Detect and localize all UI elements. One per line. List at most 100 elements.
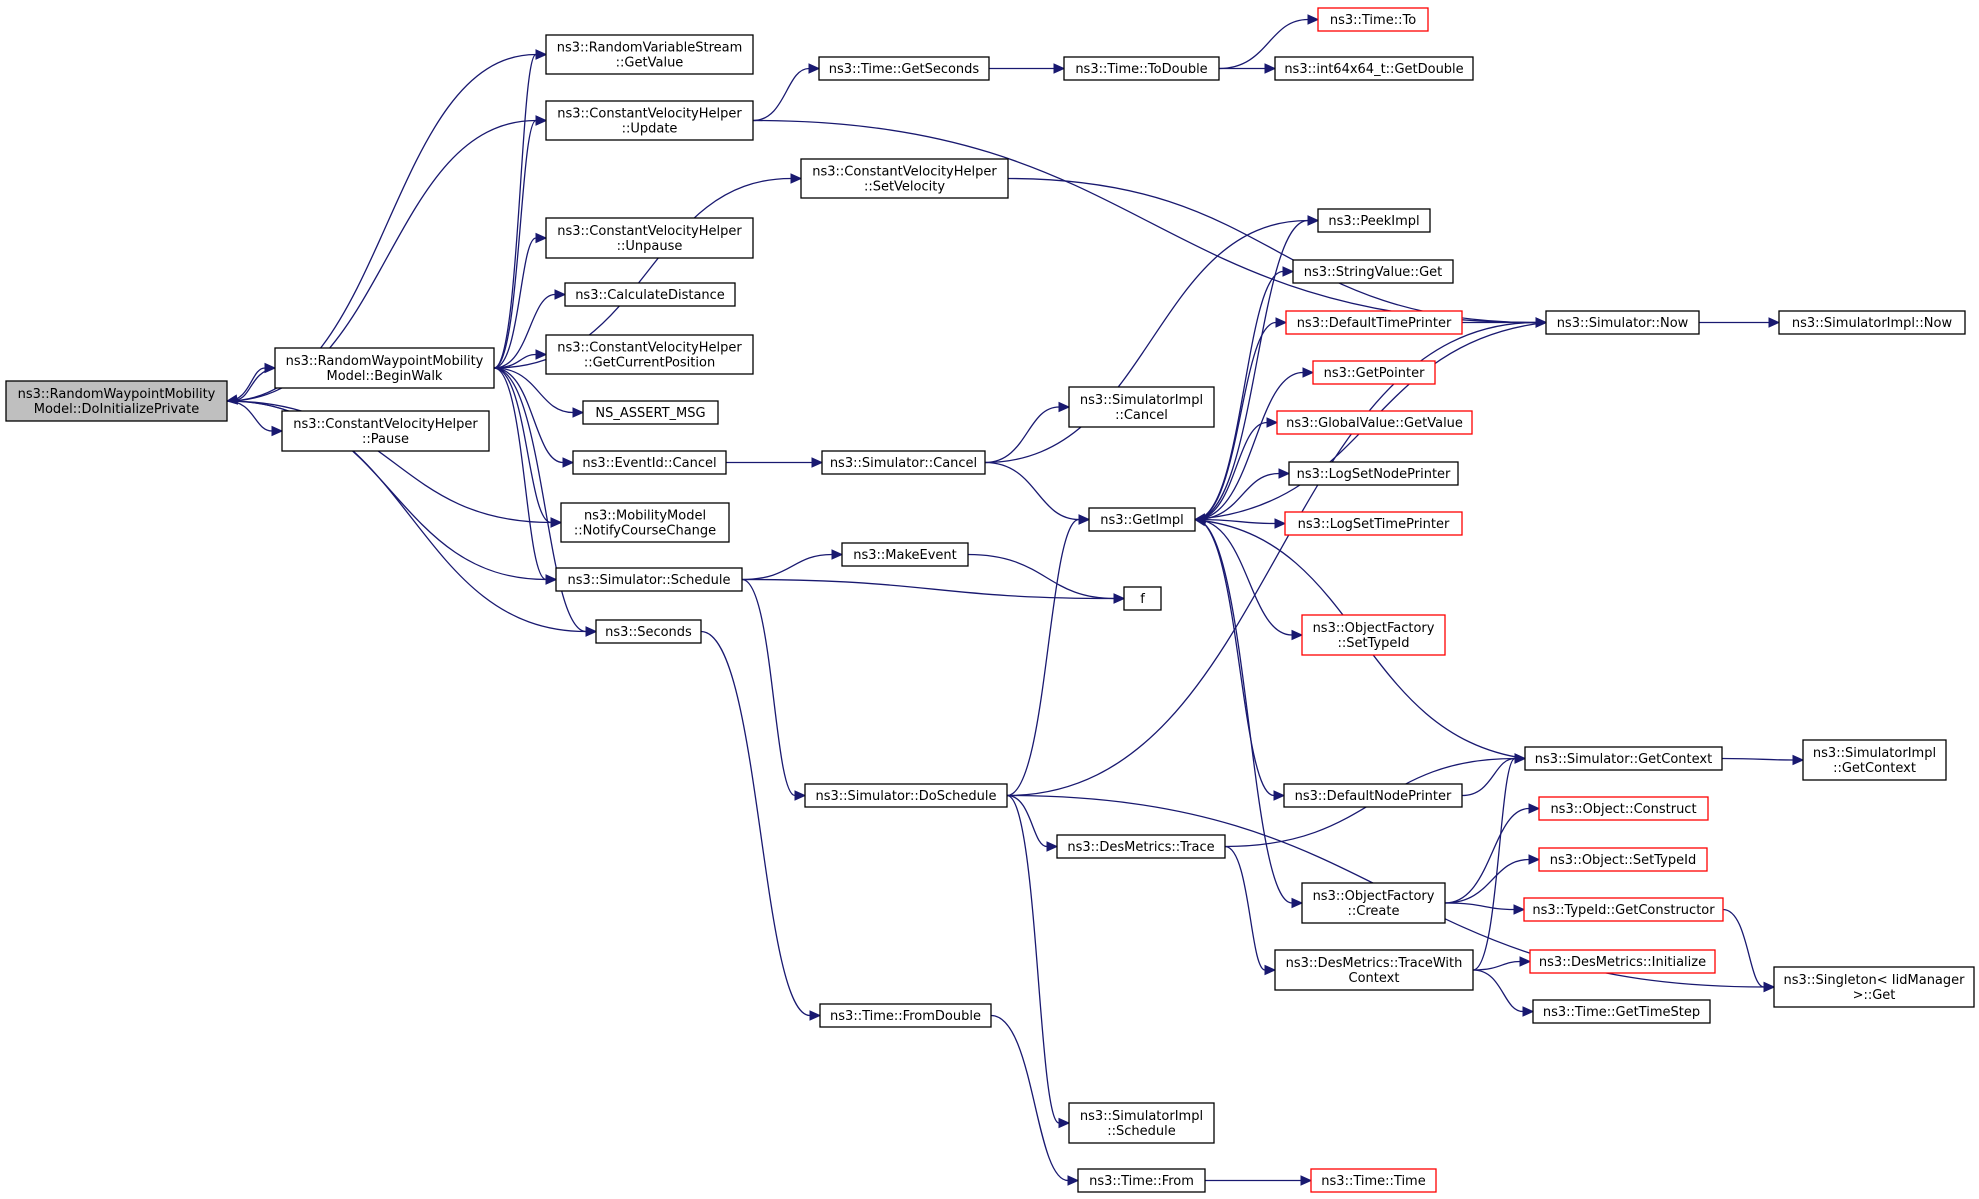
node-sim-doschedule[interactable]: ns3::Simulator::DoSchedule — [804, 783, 1008, 808]
node-makeevent[interactable]: ns3::MakeEvent — [841, 542, 969, 567]
edge-beginwalk-to-sim-schedule — [493, 367, 547, 581]
node-box-getimpl — [1088, 507, 1196, 532]
node-eventid-cancel[interactable]: ns3::EventId::Cancel — [572, 450, 727, 475]
node-desmetrics-trace[interactable]: ns3::DesMetrics::Trace — [1056, 834, 1226, 859]
edge-beginwalk-to-assert — [493, 367, 574, 414]
node-objfactory-settypeid[interactable]: ns3::ObjectFactory::SetTypeId — [1301, 614, 1446, 656]
node-box-f — [1123, 586, 1162, 611]
node-box-sim-now — [1545, 310, 1700, 335]
node-box-objfactory-settypeid — [1301, 614, 1446, 656]
arrowhead-sim-getcontext-to-getimpl — [1193, 515, 1207, 527]
arrowhead-sim-now-to-simimpl-now — [1768, 317, 1781, 328]
node-label-getimpl-line-1: ns3::GetImpl — [1100, 513, 1184, 528]
node-cvh-update[interactable]: ns3::ConstantVelocityHelper::Update — [545, 100, 754, 141]
node-label-notify-line-2: ::NotifyCourseChange — [574, 524, 716, 539]
node-int64-getdouble[interactable]: ns3::int64x64_t::GetDouble — [1274, 56, 1474, 81]
edge-objfactory-create-to-object-construct — [1444, 807, 1530, 904]
node-box-sim-cancel — [821, 450, 986, 475]
arrowhead-beginwalk-to-cvh-update — [535, 115, 548, 126]
node-peekimpl[interactable]: ns3::PeekImpl — [1317, 208, 1431, 233]
node-f[interactable]: f — [1123, 586, 1162, 611]
edge-objfactory-create-to-typeid-getconstructor — [1444, 902, 1515, 911]
node-objfactory-create[interactable]: ns3::ObjectFactory::Create — [1301, 882, 1446, 924]
node-label-time-todouble-line-1: ns3::Time::ToDouble — [1075, 62, 1207, 77]
node-singleton-get[interactable]: ns3::Singleton< IidManager>::Get — [1773, 966, 1975, 1008]
node-defaultnodeprinter[interactable]: ns3::DefaultNodePrinter — [1283, 783, 1463, 808]
node-simimpl-getcontext[interactable]: ns3::SimulatorImpl::GetContext — [1802, 739, 1947, 781]
edge-beginwalk-to-notify — [493, 367, 552, 524]
node-sim-now[interactable]: ns3::Simulator::Now — [1545, 310, 1700, 335]
node-logsetnodeprinter[interactable]: ns3::LogSetNodePrinter — [1288, 461, 1459, 486]
node-time-time[interactable]: ns3::Time::Time — [1310, 1168, 1437, 1193]
node-label-sim-doschedule-line-1: ns3::Simulator::DoSchedule — [815, 789, 996, 804]
arrowhead-seconds-to-time-fromdouble — [809, 1010, 822, 1021]
node-label-cvh-getpos-line-1: ns3::ConstantVelocityHelper — [557, 341, 742, 356]
arrowhead-beginwalk-to-notify — [550, 517, 563, 528]
node-box-time-fromdouble — [819, 1003, 992, 1028]
node-box-root — [5, 380, 228, 422]
node-cvh-pause[interactable]: ns3::ConstantVelocityHelper::Pause — [281, 410, 490, 452]
node-root[interactable]: ns3::RandomWaypointMobilityModel::DoInit… — [5, 380, 228, 422]
node-label-eventid-cancel-line-1: ns3::EventId::Cancel — [582, 456, 716, 471]
node-getimpl[interactable]: ns3::GetImpl — [1088, 507, 1196, 532]
node-stringvalue-get[interactable]: ns3::StringValue::Get — [1292, 259, 1454, 284]
node-assert[interactable]: NS_ASSERT_MSG — [582, 400, 719, 425]
node-label-time-fromdouble-line-1: ns3::Time::FromDouble — [830, 1009, 981, 1024]
node-label-cvh-update-line-2: ::Update — [622, 122, 678, 137]
node-notify[interactable]: ns3::MobilityModel::NotifyCourseChange — [560, 502, 730, 543]
node-beginwalk[interactable]: ns3::RandomWaypointMobilityModel::BeginW… — [274, 347, 495, 389]
node-object-settypeid[interactable]: ns3::Object::SetTypeId — [1538, 847, 1708, 872]
node-getpointer[interactable]: ns3::GetPointer — [1312, 360, 1436, 385]
arrowhead-beginwalk-to-rvs-getvalue — [535, 49, 548, 60]
node-defaulttimeprinter[interactable]: ns3::DefaultTimePrinter — [1285, 310, 1463, 335]
node-time-gettimestep[interactable]: ns3::Time::GetTimeStep — [1532, 999, 1711, 1024]
node-desmetrics-initialize[interactable]: ns3::DesMetrics::Initialize — [1529, 949, 1716, 974]
node-label-assert-line-1: NS_ASSERT_MSG — [595, 406, 705, 421]
node-cvh-unpause[interactable]: ns3::ConstantVelocityHelper::Unpause — [545, 217, 754, 259]
node-label-desmetrics-trace-line-1: ns3::DesMetrics::Trace — [1067, 840, 1214, 855]
node-object-construct[interactable]: ns3::Object::Construct — [1538, 796, 1709, 821]
edge-getimpl-to-getpointer — [1194, 371, 1304, 521]
node-globalvalue-getvalue[interactable]: ns3::GlobalValue::GetValue — [1276, 410, 1473, 435]
node-time-getseconds[interactable]: ns3::Time::GetSeconds — [818, 56, 990, 81]
node-calcdist[interactable]: ns3::CalculateDistance — [564, 282, 736, 307]
node-cvh-getpos[interactable]: ns3::ConstantVelocityHelper::GetCurrentP… — [545, 334, 754, 375]
edge-getimpl-to-objfactory-create — [1194, 518, 1293, 904]
node-box-singleton-get — [1773, 966, 1975, 1008]
node-simimpl-schedule[interactable]: ns3::SimulatorImpl::Schedule — [1068, 1102, 1215, 1144]
arrowhead-beginwalk-to-assert — [572, 407, 585, 418]
edge-beginwalk-to-seconds — [493, 367, 587, 633]
node-box-logsettimeprinter — [1284, 511, 1463, 536]
edge-cvh-setvelocity-to-sim-now — [1007, 177, 1537, 324]
edge-beginwalk-to-rvs-getvalue — [493, 53, 537, 369]
arrowhead-beginwalk-to-cvh-getpos — [535, 349, 548, 360]
node-box-rvs-getvalue — [545, 34, 754, 75]
node-label-cvh-pause-line-1: ns3::ConstantVelocityHelper — [293, 417, 478, 432]
node-box-object-settypeid — [1538, 847, 1708, 872]
node-time-fromdouble[interactable]: ns3::Time::FromDouble — [819, 1003, 992, 1028]
arrowhead-beginwalk-to-cvh-setvelocity — [790, 173, 803, 184]
node-label-object-settypeid-line-1: ns3::Object::SetTypeId — [1550, 853, 1696, 868]
node-cvh-setvelocity[interactable]: ns3::ConstantVelocityHelper::SetVelocity — [800, 158, 1009, 199]
node-simimpl-now[interactable]: ns3::SimulatorImpl::Now — [1778, 310, 1966, 335]
node-box-assert — [582, 400, 719, 425]
node-sim-getcontext[interactable]: ns3::Simulator::GetContext — [1524, 746, 1723, 771]
node-simimpl-cancel[interactable]: ns3::SimulatorImpl::Cancel — [1068, 386, 1215, 428]
node-label-desmetrics-tracewithcontext-line-2: Context — [1349, 971, 1400, 986]
node-typeid-getconstructor[interactable]: ns3::TypeId::GetConstructor — [1523, 897, 1724, 922]
node-sim-cancel[interactable]: ns3::Simulator::Cancel — [821, 450, 986, 475]
node-seconds[interactable]: ns3::Seconds — [595, 619, 702, 644]
node-time-to[interactable]: ns3::Time::To — [1317, 7, 1429, 32]
node-logsettimeprinter[interactable]: ns3::LogSetTimePrinter — [1284, 511, 1463, 536]
node-time-todouble[interactable]: ns3::Time::ToDouble — [1063, 56, 1220, 81]
node-box-cvh-getpos — [545, 334, 754, 375]
node-rvs-getvalue[interactable]: ns3::RandomVariableStream::GetValue — [545, 34, 754, 75]
node-box-sim-doschedule — [804, 783, 1008, 808]
arrowhead-sim-doschedule-to-simimpl-schedule — [1058, 1117, 1071, 1129]
node-sim-schedule[interactable]: ns3::Simulator::Schedule — [555, 567, 743, 592]
node-time-from[interactable]: ns3::Time::From — [1077, 1168, 1206, 1193]
edge-beginwalk-to-cvh-unpause — [493, 237, 537, 369]
node-box-stringvalue-get — [1292, 259, 1454, 284]
arrowhead-getimpl-to-peekimpl — [1307, 215, 1320, 226]
